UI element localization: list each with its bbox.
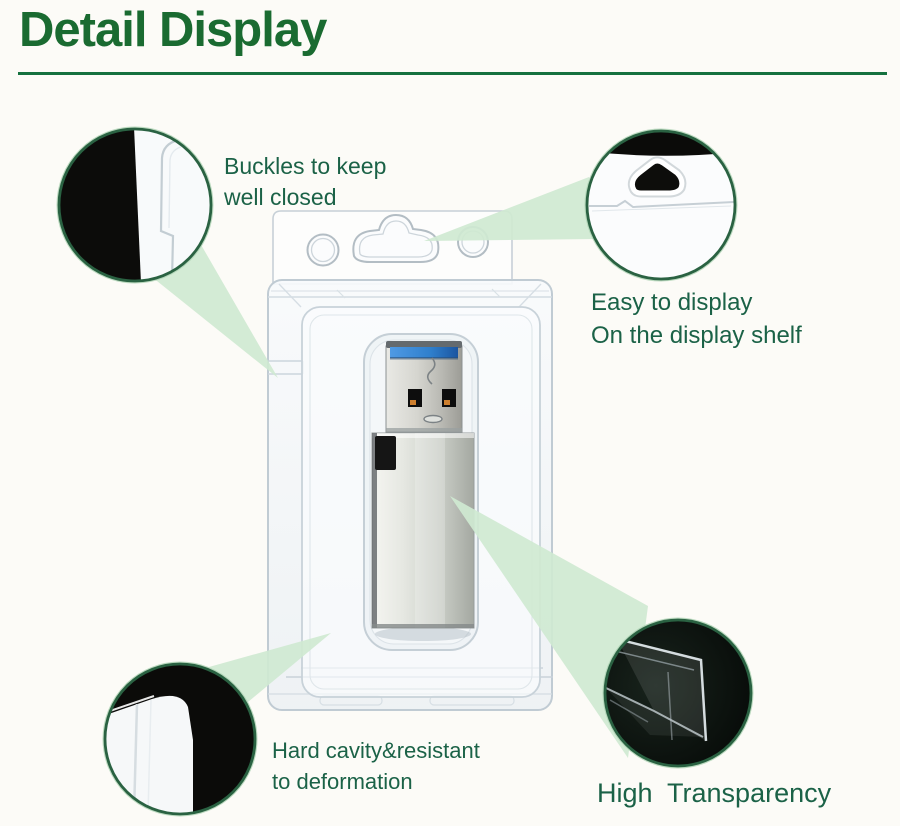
title-underline (18, 72, 887, 75)
buckle-closeup-photo (59, 129, 211, 281)
callout-circle-display (584, 128, 738, 282)
usb-shadow (375, 627, 471, 641)
transparent-corner-closeup-photo (605, 620, 751, 766)
beam-transparency (450, 496, 648, 758)
callout-label-display: Easy to display On the display shelf (591, 286, 802, 352)
callout-label-line: to deformation (272, 769, 413, 794)
callout-label-line: well closed (224, 184, 337, 210)
page-title: Detail Display (19, 3, 327, 57)
usb-body (371, 432, 475, 629)
package-photo (267, 210, 553, 711)
usb-connector (385, 341, 463, 433)
callout-label-cavity: Hard cavity&resistant to deformation (272, 735, 480, 797)
cavity-corner-closeup-photo (105, 664, 255, 814)
euro-slot-hang-hole (352, 213, 440, 263)
highlight-beams (152, 177, 648, 758)
usb-side-notch (375, 436, 396, 470)
usb3-blue-tongue (390, 347, 458, 358)
hang-hole-closeup-photo (587, 131, 735, 279)
callout-circle-cavity (102, 661, 258, 817)
callout-label-line: Hard cavity&resistant (272, 738, 480, 763)
beam-display (424, 177, 596, 241)
callout-circle-transparency (602, 617, 754, 769)
callout-label-transparency: High Transparency (597, 777, 831, 809)
callout-label-line: Easy to display (591, 289, 753, 316)
callout-circle-buckles (56, 126, 214, 284)
callout-label-line: On the display shelf (591, 322, 802, 349)
beam-buckles (152, 243, 278, 378)
usb-drive (371, 341, 475, 641)
beam-cavity (209, 633, 331, 702)
euro-slot-inner-line (358, 220, 433, 258)
callout-label-line: Buckles to keep (224, 153, 387, 179)
callout-label-line: High Transparency (597, 778, 832, 808)
callout-label-buckles: Buckles to keep well closed (224, 151, 386, 213)
round-hang-hole-left-inner (310, 237, 336, 263)
